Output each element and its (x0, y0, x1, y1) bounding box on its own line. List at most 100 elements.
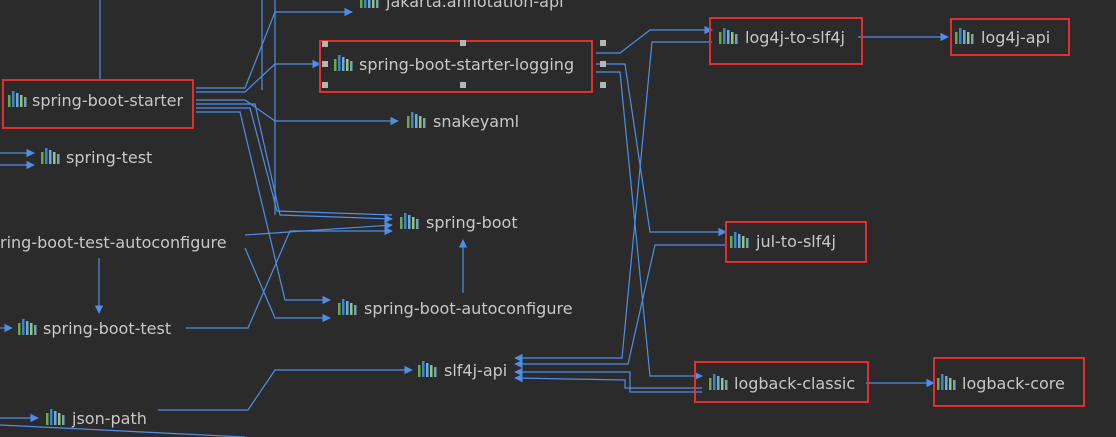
node-label: logback-core (962, 374, 1065, 393)
node-logback-core[interactable]: logback-core (937, 374, 1065, 393)
icon-bar (350, 61, 353, 71)
edge-starter-snakeyaml (196, 99, 399, 126)
node-slf4j-api[interactable]: slf4j-api (418, 361, 507, 380)
node-jul-to-slf4j[interactable]: jul-to-slf4j (730, 232, 836, 251)
icon-bar (24, 97, 27, 107)
node-label: snakeyaml (433, 112, 519, 131)
library-bars-icon (937, 374, 956, 390)
library-bars-icon (360, 0, 379, 8)
icon-bar (49, 150, 52, 164)
icon-bar (350, 303, 353, 315)
icon-bar (717, 376, 720, 390)
icon-bar (41, 152, 44, 164)
icon-bar (404, 213, 407, 229)
node-log4j-api[interactable]: log4j-api (955, 28, 1050, 47)
edge-jultoslf4j-slf4j (514, 244, 726, 369)
node-label: logback-classic (734, 374, 855, 393)
library-bars-icon (41, 148, 60, 164)
icon-bar (57, 154, 60, 164)
node-logback-classic[interactable]: logback-classic (709, 374, 855, 393)
icon-bar (734, 232, 737, 248)
icon-bar (12, 91, 15, 107)
node-spring-boot-autoconfigure[interactable]: spring-boot-autoconfigure (338, 299, 573, 318)
node-spring-boot-test[interactable]: spring-boot-test (18, 319, 171, 338)
icon-bar (408, 215, 411, 229)
icon-bar (400, 217, 403, 229)
icon-bar (53, 152, 56, 164)
icon-bar (742, 236, 745, 248)
highlight-jul-to-slf4j (725, 221, 867, 263)
node-spring-boot-starter[interactable]: spring-boot-starter (8, 91, 183, 110)
node-label: ring-boot-test-autoconfigure (0, 233, 227, 252)
node-label: spring-boot-test (43, 319, 171, 338)
icon-bar (62, 415, 65, 425)
highlight-log4j-to-slf4j (709, 17, 863, 65)
edge-log4jtoslf4j-slf4j (514, 41, 712, 363)
node-log4j-to-slf4j[interactable]: log4j-to-slf4j (719, 28, 845, 47)
icon-bar (342, 299, 345, 315)
icon-bar (723, 28, 726, 44)
icon-bar (34, 325, 37, 335)
edge-testauto-autoconfigure (244, 247, 331, 323)
library-bars-icon (719, 28, 738, 44)
selection-handle[interactable] (322, 61, 328, 67)
node-spring-test[interactable]: spring-test (41, 148, 152, 167)
icon-bar (426, 363, 429, 377)
icon-bar (727, 30, 730, 44)
selection-handle[interactable] (460, 40, 466, 46)
icon-bar (430, 365, 433, 377)
nodes: jakarta.annotation-api spring-boot-start… (0, 0, 1065, 428)
icon-bar (411, 112, 414, 128)
icon-bar (346, 301, 349, 315)
selection-handle[interactable] (600, 40, 606, 46)
node-snakeyaml[interactable]: snakeyaml (407, 112, 519, 131)
icon-bar (746, 238, 749, 248)
icon-bar (360, 0, 363, 8)
node-spring-boot[interactable]: spring-boot (400, 213, 518, 232)
library-bars-icon (955, 28, 974, 44)
icon-bar (368, 0, 371, 8)
icon-bar (8, 95, 11, 107)
selection-handle[interactable] (322, 41, 328, 47)
icon-bar (955, 32, 958, 44)
icon-bar (45, 148, 48, 164)
icon-bar (423, 118, 426, 128)
edge-testauto-springboot (244, 221, 393, 236)
icon-bar (419, 116, 422, 128)
icon-bar (338, 303, 341, 315)
selection-handle[interactable] (322, 82, 328, 88)
node-label: jul-to-slf4j (755, 232, 836, 251)
icon-bar (58, 413, 61, 425)
selection-handle[interactable] (600, 61, 606, 67)
edge-logging-jultoslf4j (596, 63, 727, 237)
selection-handles[interactable] (322, 40, 606, 88)
icon-bar (416, 219, 419, 229)
icon-bar (963, 30, 966, 44)
edges (0, 0, 949, 437)
icon-bar (730, 236, 733, 248)
icon-bar (971, 34, 974, 44)
selection-handle[interactable] (600, 82, 606, 88)
icon-bar (719, 32, 722, 44)
icon-bar (945, 376, 948, 390)
icon-bar (415, 114, 418, 128)
icon-bar (949, 378, 952, 390)
node-jakarta-annotation-api[interactable]: jakarta.annotation-api (360, 0, 564, 11)
highlight-spring-boot-starter (2, 79, 194, 129)
highlight-boxes (2, 17, 1085, 407)
node-spring-boot-test-autoconfigure[interactable]: ring-boot-test-autoconfigure (0, 233, 227, 252)
icon-bar (46, 413, 49, 425)
library-bars-icon (730, 232, 749, 248)
library-bars-icon (46, 409, 65, 425)
icon-bar (959, 28, 962, 44)
edge-starter-jakarta (196, 7, 353, 89)
edge-jsonpath-slf4j (158, 365, 413, 411)
node-spring-boot-starter-logging[interactable]: spring-boot-starter-logging (334, 55, 574, 74)
node-label: jakarta.annotation-api (385, 0, 564, 11)
node-json-path[interactable]: json-path (46, 409, 147, 428)
icon-bar (22, 319, 25, 335)
icon-bar (953, 380, 956, 390)
icon-bar (54, 411, 57, 425)
selection-handle[interactable] (460, 82, 466, 88)
